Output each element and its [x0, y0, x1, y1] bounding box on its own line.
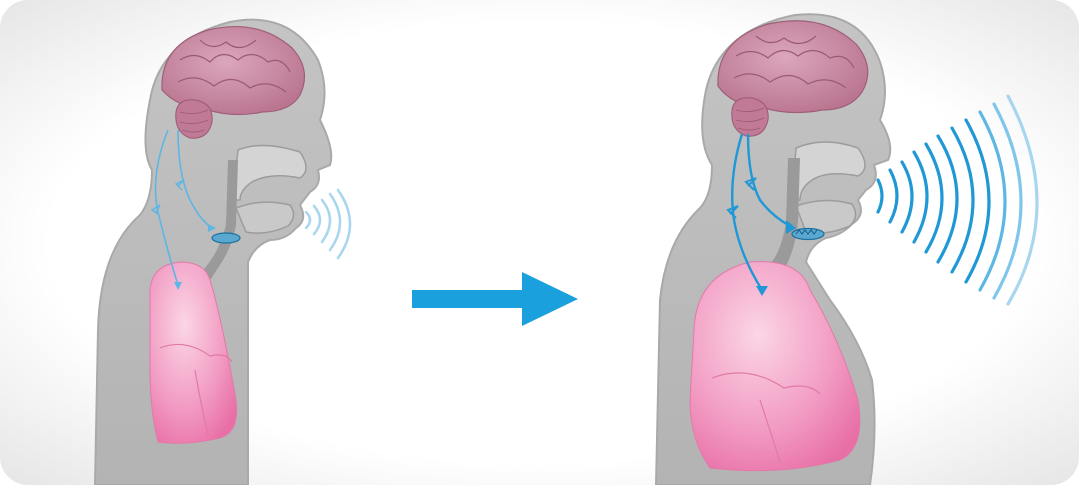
left-larynx [212, 233, 240, 243]
